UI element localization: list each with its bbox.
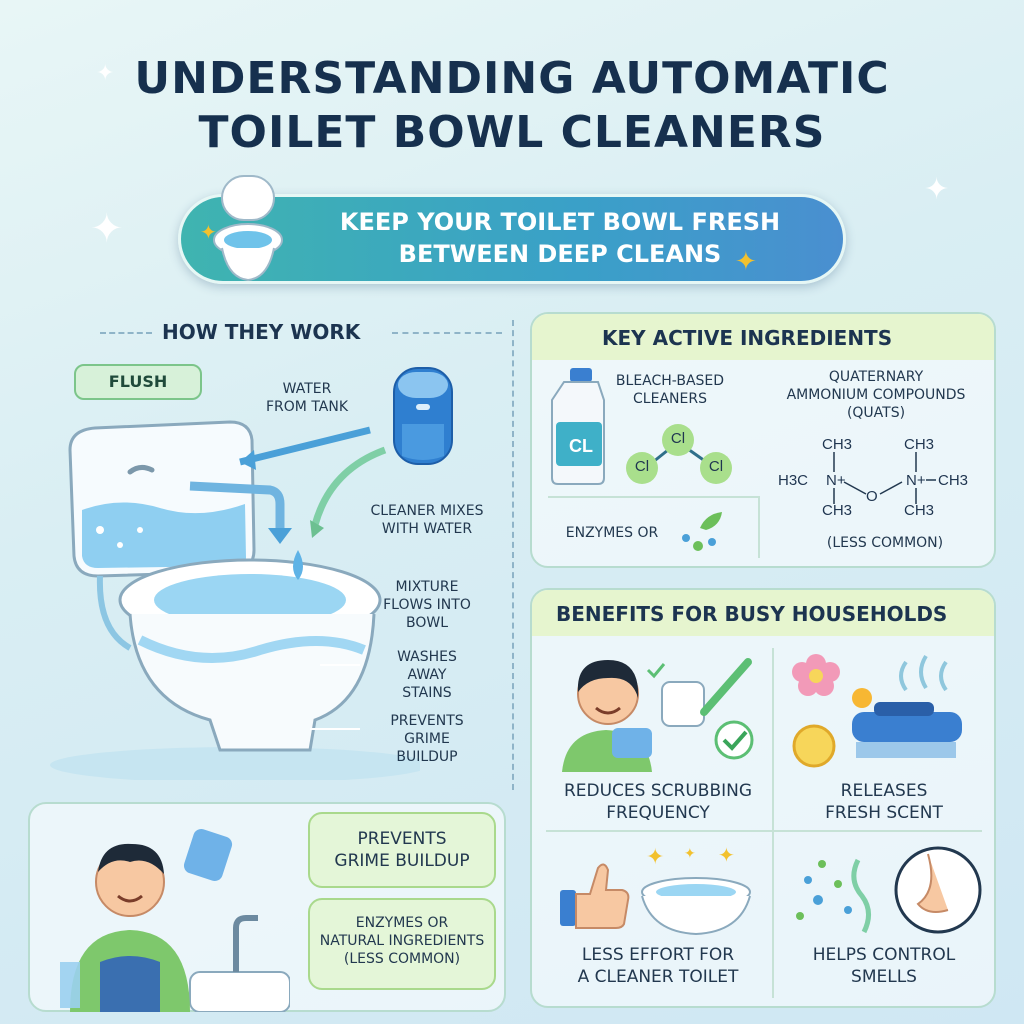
enzymes-natural-label: ENZYMES OR NATURAL INGREDIENTS (LESS COM… <box>319 915 485 967</box>
enzymes-box <box>308 898 496 990</box>
ingredients-divider <box>548 496 758 498</box>
section-divider <box>512 320 514 790</box>
fresh-scent-illustration <box>792 654 962 768</box>
cleaner-cartridge-icon <box>393 367 453 465</box>
formula-h3c: H3C <box>778 472 809 489</box>
benefits-card <box>530 588 996 1008</box>
svg-text:✦: ✦ <box>684 845 696 861</box>
ingredients-heading: KEY ACTIVE INGREDIENTS <box>602 326 893 350</box>
benefit-less-effort: LESS EFFORT FOR A CLEANER TOILET <box>577 945 739 987</box>
flush-tag: FLUSH <box>74 364 202 400</box>
page-title: UNDERSTANDING AUTOMATIC TOILET BOWL CLEA… <box>0 52 1024 160</box>
bowl-icon <box>641 877 751 936</box>
scrub-brush-icon <box>852 712 962 742</box>
title-line-1: UNDERSTANDING AUTOMATIC <box>134 53 890 104</box>
pointer-line <box>310 728 360 730</box>
toilet-illustration <box>50 420 420 780</box>
benefit-fresh-scent: RELEASES FRESH SCENT <box>825 781 943 823</box>
prevents-label: PREVENTS GRIME BUILDUP <box>390 713 464 765</box>
formula-ch3: CH3 <box>822 436 853 453</box>
prevents-grime-label: PREVENTS GRIME BUILDUP <box>334 829 470 871</box>
toilet-icon <box>213 175 283 282</box>
molecule-icon <box>626 424 732 484</box>
thumbs-up-icon <box>560 863 630 929</box>
lemon-icon <box>792 724 836 768</box>
formula-ch3: CH3 <box>938 472 969 489</box>
mixture-flows-label: MIXTURE FLOWS INTO BOWL <box>383 579 471 631</box>
person-cleaning-illustration <box>60 829 290 1012</box>
sparkle-icon: ✦ <box>735 246 757 276</box>
sparkle-icon: ✦ <box>96 60 115 85</box>
quat-formula-bonds <box>833 452 936 504</box>
subtitle-line-2: BETWEEN DEEP CLEANS <box>398 240 722 268</box>
formula-n-plus: N+ <box>906 472 926 489</box>
formula-ch3: CH3 <box>822 502 853 519</box>
formula-o: O <box>866 488 878 505</box>
quats-label: QUATERNARY AMMONIUM COMPOUNDS (QUATS) <box>786 369 966 421</box>
sparkle-icon: ✦ <box>924 173 950 206</box>
woman-with-brush-illustration <box>562 658 754 772</box>
ingredients-header-bg <box>532 314 994 360</box>
section-divider <box>100 332 152 334</box>
benefits-header-bg <box>532 590 994 636</box>
prevents-grime-box <box>308 812 496 888</box>
subtitle: KEEP YOUR TOILET BOWL FRESH BETWEEN DEEP… <box>300 206 820 270</box>
cleaner-mixes-label: CLEANER MIXES WITH WATER <box>370 503 484 537</box>
bleach-label: BLEACH-BASED CLEANERS <box>615 373 725 407</box>
washes-away-label: WASHES AWAY STAINS <box>397 649 457 701</box>
cl-atom: Cl <box>708 458 724 475</box>
bottle-label: CL <box>569 436 593 456</box>
sparkle-icon: ✦ <box>200 222 217 244</box>
flower-icon <box>792 654 840 696</box>
cl-atom: Cl <box>670 430 686 447</box>
benefits-divider <box>546 830 982 832</box>
subtitle-line-1: KEEP YOUR TOILET BOWL FRESH <box>339 208 781 236</box>
enzymes-label: ENZYMES OR <box>565 525 659 541</box>
leaf-icon <box>682 512 722 551</box>
smell-control-illustration <box>796 846 982 934</box>
formula-ch3: CH3 <box>904 502 935 519</box>
less-common-label: (LESS COMMON) <box>826 535 944 551</box>
ingredients-divider <box>758 496 760 558</box>
formula-ch3: CH3 <box>904 436 935 453</box>
water-from-tank-label: WATER FROM TANK <box>265 381 349 415</box>
benefit-control-smells: HELPS CONTROL SMELLS <box>812 945 956 987</box>
svg-text:✦: ✦ <box>718 845 735 867</box>
section-divider <box>392 332 502 334</box>
thumbs-up-bowl-illustration: ✦ ✦ ✦ <box>560 844 751 936</box>
how-heading: HOW THEY WORK <box>162 320 361 344</box>
check-icon <box>646 663 666 679</box>
nose-icon <box>894 846 982 934</box>
subtitle-banner <box>178 194 846 284</box>
sparkle-icon: ✦ <box>90 207 124 251</box>
cl-atom: Cl <box>634 458 650 475</box>
title-line-2: TOILET BOWL CLEANERS <box>198 107 826 158</box>
benefits-divider <box>772 648 774 998</box>
benefit-reduces-scrubbing: REDUCES SCRUBBING FREQUENCY <box>563 781 753 823</box>
benefits-heading: BENEFITS FOR BUSY HOUSEHOLDS <box>556 602 948 626</box>
pointer-line <box>320 664 360 666</box>
formula-n-plus: N+ <box>826 472 846 489</box>
bleach-bottle-icon <box>551 368 605 485</box>
svg-text:✦: ✦ <box>646 844 664 869</box>
